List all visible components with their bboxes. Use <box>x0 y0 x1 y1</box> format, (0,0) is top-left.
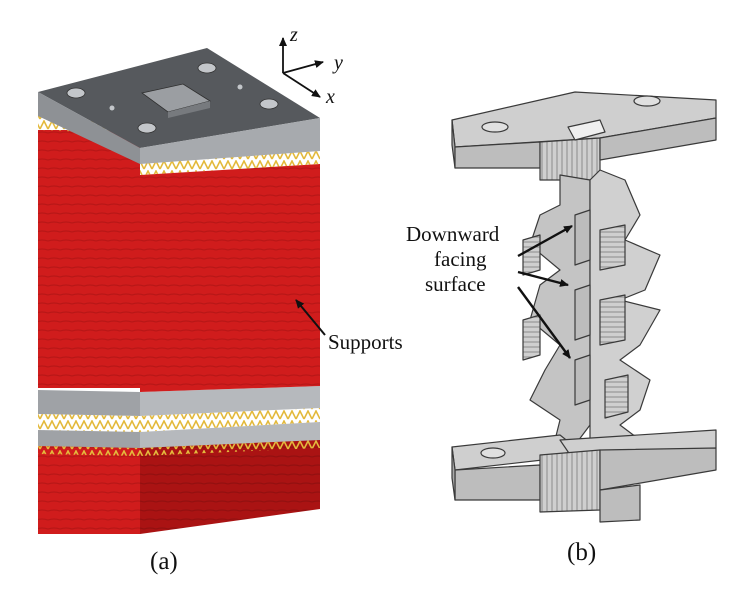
caption-b: (b) <box>567 539 597 566</box>
supports-label: Supports <box>328 330 403 354</box>
support-main-side <box>140 164 320 392</box>
axis-label-z: z <box>290 24 298 46</box>
downward-label-line1: Downward <box>406 222 500 246</box>
axis-label-y: y <box>334 52 343 74</box>
downward-label-line3: surface <box>425 272 486 296</box>
axis-label-x: x <box>326 86 335 108</box>
downward-label-line2: facing <box>434 247 487 271</box>
support-main-front <box>38 130 140 388</box>
panel-b-model <box>451 91 717 523</box>
support-bottom-side <box>140 431 320 534</box>
caption-a: (a) <box>150 548 178 575</box>
axes-triad <box>279 37 324 98</box>
panel-a-model <box>38 37 326 534</box>
